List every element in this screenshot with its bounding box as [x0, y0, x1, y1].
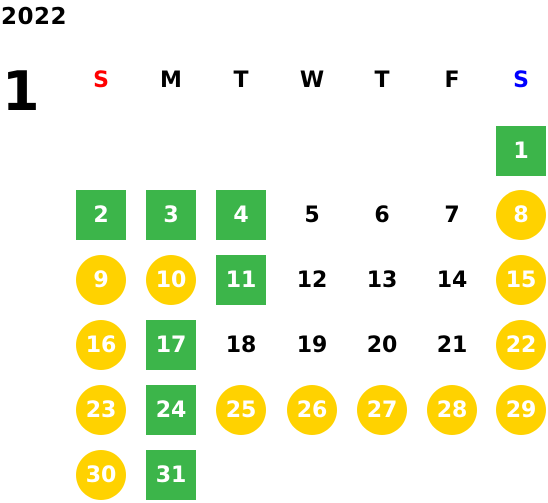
month-number: 1 — [2, 60, 40, 123]
day-cell-27[interactable]: 27 — [357, 385, 407, 435]
day-cell-2[interactable]: 2 — [76, 190, 126, 240]
weekday-monday: M — [160, 68, 182, 93]
day-cell-20[interactable]: 20 — [366, 332, 398, 358]
day-cell-28[interactable]: 28 — [427, 385, 477, 435]
day-cell-3[interactable]: 3 — [146, 190, 196, 240]
day-cell-7[interactable]: 7 — [444, 202, 460, 228]
weekday-friday: F — [444, 68, 460, 93]
day-cell-17[interactable]: 17 — [146, 320, 196, 370]
day-cell-15[interactable]: 15 — [496, 255, 546, 305]
day-cell-31[interactable]: 31 — [146, 450, 196, 500]
day-cell-10[interactable]: 10 — [146, 255, 196, 305]
weekday-sunday: S — [93, 68, 109, 93]
day-cell-13[interactable]: 13 — [366, 267, 398, 293]
day-cell-16[interactable]: 16 — [76, 320, 126, 370]
day-cell-24[interactable]: 24 — [146, 385, 196, 435]
year-label: 2022 — [1, 4, 68, 30]
day-cell-12[interactable]: 12 — [296, 267, 328, 293]
weekday-tuesday: T — [233, 68, 249, 93]
day-cell-26[interactable]: 26 — [287, 385, 337, 435]
day-cell-21[interactable]: 21 — [436, 332, 468, 358]
day-cell-25[interactable]: 25 — [216, 385, 266, 435]
weekday-saturday: S — [513, 68, 529, 93]
day-cell-14[interactable]: 14 — [436, 267, 468, 293]
weekday-wednesday: W — [299, 68, 325, 93]
day-cell-9[interactable]: 9 — [76, 255, 126, 305]
day-cell-1[interactable]: 1 — [496, 126, 546, 176]
day-cell-11[interactable]: 11 — [216, 255, 266, 305]
day-cell-29[interactable]: 29 — [496, 385, 546, 435]
day-cell-8[interactable]: 8 — [496, 190, 546, 240]
weekday-thursday: T — [374, 68, 390, 93]
day-cell-18[interactable]: 18 — [225, 332, 257, 358]
day-cell-30[interactable]: 30 — [76, 450, 126, 500]
day-cell-5[interactable]: 5 — [304, 202, 320, 228]
day-cell-19[interactable]: 19 — [296, 332, 328, 358]
day-cell-23[interactable]: 23 — [76, 385, 126, 435]
day-cell-6[interactable]: 6 — [374, 202, 390, 228]
day-cell-4[interactable]: 4 — [216, 190, 266, 240]
day-cell-22[interactable]: 22 — [496, 320, 546, 370]
